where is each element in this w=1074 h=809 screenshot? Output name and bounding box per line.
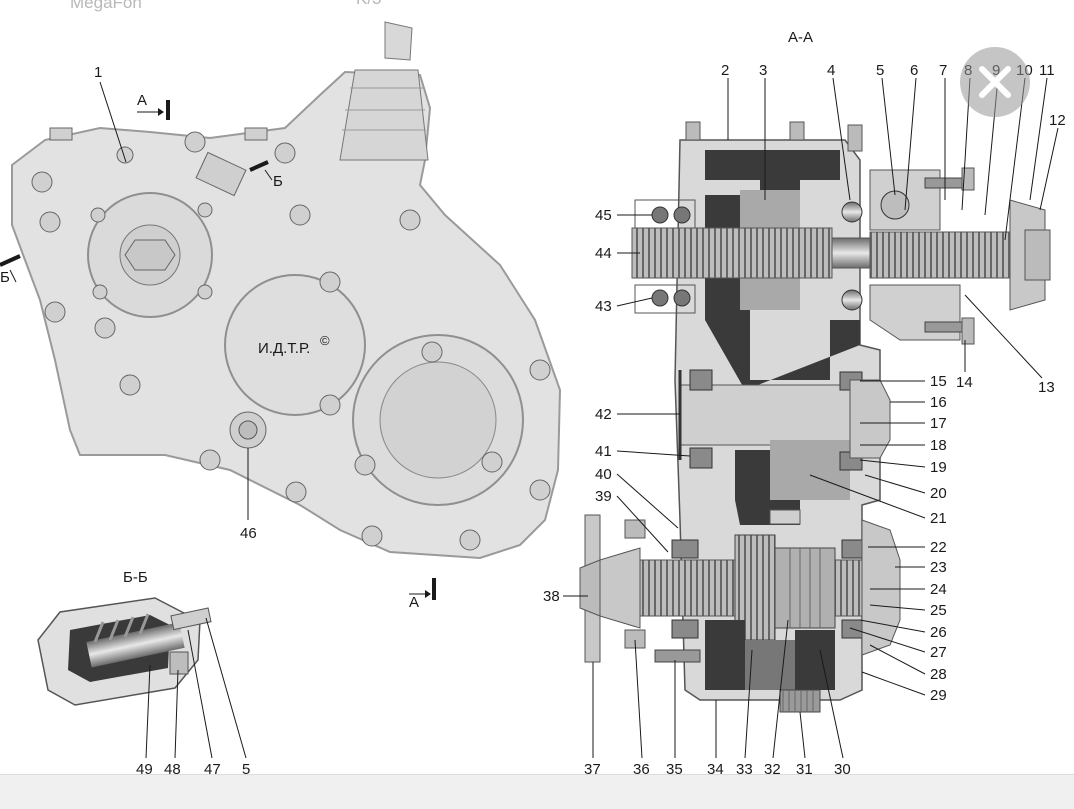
svg-text:12: 12	[1049, 112, 1066, 129]
svg-text:5: 5	[242, 761, 250, 778]
center-cover-text: И.Д.Т.Р.	[258, 340, 310, 357]
svg-text:43: 43	[595, 298, 612, 315]
close-button[interactable]	[960, 47, 1030, 117]
callouts-leftside: 45 44 43 42 41 40 39 38	[543, 207, 612, 605]
inset-title: Б-Б	[123, 569, 148, 586]
inset-callouts: 49 48 47 5	[136, 617, 250, 778]
svg-text:32: 32	[764, 761, 781, 778]
close-icon	[979, 66, 1011, 98]
svg-text:45: 45	[595, 207, 612, 224]
callout-46: 46	[240, 448, 257, 542]
svg-text:39: 39	[595, 488, 612, 505]
svg-text:48: 48	[164, 761, 181, 778]
copyright-mark: ©	[320, 333, 330, 348]
svg-text:29: 29	[930, 687, 947, 704]
svg-text:4: 4	[827, 62, 835, 79]
svg-text:16: 16	[930, 394, 947, 411]
svg-text:42: 42	[595, 406, 612, 423]
svg-text:33: 33	[736, 761, 753, 778]
svg-text:25: 25	[930, 602, 947, 619]
svg-text:26: 26	[930, 624, 947, 641]
svg-text:13: 13	[1038, 379, 1055, 396]
section-drawing	[579, 121, 1051, 713]
svg-text:38: 38	[543, 588, 560, 605]
svg-text:7: 7	[939, 62, 947, 79]
watermark-right: K/3	[356, 0, 382, 8]
callouts-right: 13 14 15 16 17 18 19 20 21 22 23 24 25 2…	[930, 373, 1055, 704]
svg-text:41: 41	[595, 443, 612, 460]
inset-section-view	[37, 597, 212, 706]
svg-text:А: А	[137, 92, 147, 109]
svg-text:3: 3	[759, 62, 767, 79]
section-marker-b-left: Б	[0, 254, 21, 286]
svg-text:31: 31	[796, 761, 813, 778]
bottom-bar	[0, 774, 1074, 809]
svg-text:44: 44	[595, 245, 612, 262]
svg-text:5: 5	[876, 62, 884, 79]
svg-text:22: 22	[930, 539, 947, 556]
svg-text:27: 27	[930, 644, 947, 661]
svg-text:Б: Б	[273, 173, 283, 190]
svg-text:49: 49	[136, 761, 153, 778]
svg-text:11: 11	[1039, 62, 1055, 79]
svg-text:19: 19	[930, 459, 947, 476]
svg-text:21: 21	[930, 510, 947, 527]
watermark-left: MegaFon	[70, 0, 142, 12]
front-output-shaft	[869, 231, 1031, 279]
svg-text:14: 14	[956, 374, 973, 391]
svg-text:35: 35	[666, 761, 683, 778]
callout-1: 1	[94, 64, 127, 163]
section-marker-a-bottom: А	[409, 578, 436, 611]
section-title: А-А	[788, 29, 813, 46]
svg-text:2: 2	[721, 62, 729, 79]
leader-lines	[563, 77, 1059, 759]
svg-text:А: А	[409, 594, 419, 611]
svg-text:28: 28	[930, 666, 947, 683]
callouts-bottom: 37 36 35 34 33 32 31 30	[584, 761, 851, 778]
center-cover	[224, 274, 366, 416]
svg-text:37: 37	[584, 761, 601, 778]
svg-text:36: 36	[633, 761, 650, 778]
shifter-boot	[339, 69, 429, 161]
svg-text:6: 6	[910, 62, 918, 79]
section-marker-b-right: Б	[249, 160, 283, 190]
input-shaft	[631, 227, 833, 279]
svg-text:40: 40	[595, 466, 612, 483]
svg-text:18: 18	[930, 437, 947, 454]
svg-text:Б: Б	[0, 269, 10, 286]
svg-text:30: 30	[834, 761, 851, 778]
section-marker-a-top: А	[137, 92, 170, 120]
svg-text:23: 23	[930, 559, 947, 576]
svg-text:47: 47	[204, 761, 221, 778]
svg-text:20: 20	[930, 485, 947, 502]
svg-text:17: 17	[930, 415, 947, 432]
external-view	[11, 21, 562, 560]
svg-text:15: 15	[930, 373, 947, 390]
svg-text:46: 46	[240, 525, 257, 542]
svg-text:1: 1	[94, 64, 102, 81]
svg-text:24: 24	[930, 581, 947, 598]
svg-text:34: 34	[707, 761, 724, 778]
